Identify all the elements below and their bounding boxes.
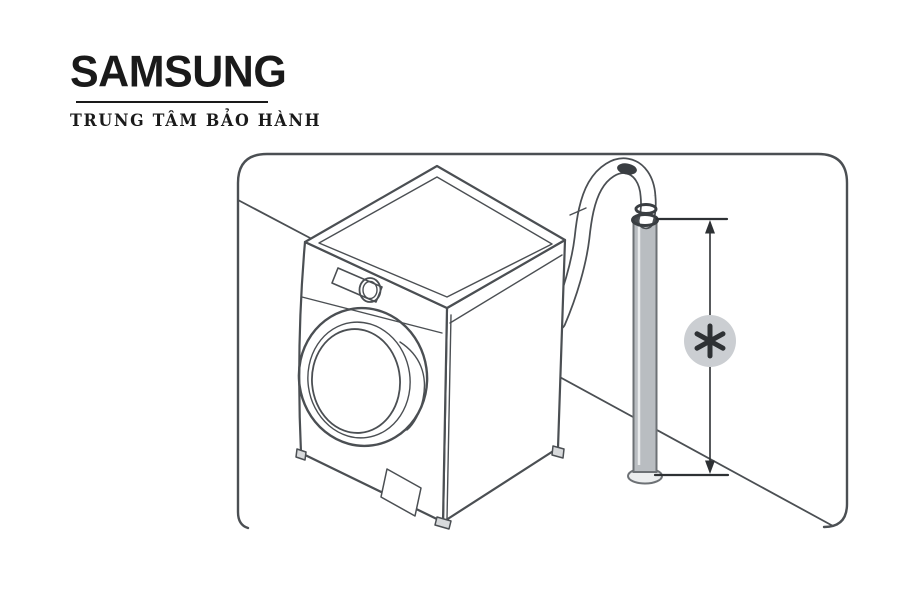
- machine-top-inner-border: [318, 176, 553, 298]
- brand-tagline: TRUNG TÂM BẢO HÀNH: [70, 111, 322, 130]
- drain-hose: [549, 157, 659, 331]
- door-drum: [311, 328, 401, 434]
- door-inner-ring: [307, 321, 411, 439]
- measure-arrowhead-down: [705, 460, 715, 474]
- machine-side-trim-line: [449, 254, 563, 324]
- hose-cuff-line: [569, 207, 587, 216]
- machine-corner-seam: [446, 314, 452, 520]
- washing-machine: [295, 164, 567, 530]
- control-panel-divider: [301, 296, 443, 334]
- standpipe-body: [632, 219, 658, 473]
- asterisk-badge: [684, 315, 736, 367]
- door: [297, 306, 429, 448]
- machine-foot-right: [551, 445, 565, 459]
- brand-header: SAMSUNG TRUNG TÂM BẢO HÀNH: [70, 46, 322, 130]
- drain-hose-tube: [551, 159, 655, 329]
- room-outline: [236, 152, 849, 530]
- floor-corner-line: [555, 374, 834, 527]
- door-glass-highlight: [399, 341, 426, 431]
- control-knob: [358, 277, 382, 303]
- machine-foot-left: [295, 448, 307, 461]
- hose-top-clip: [617, 163, 637, 175]
- logo-divider: [76, 101, 268, 103]
- display-window: [331, 267, 383, 303]
- asterisk-symbol: [694, 323, 726, 359]
- measure-arrowhead-up: [705, 220, 715, 234]
- samsung-logo: SAMSUNG: [70, 46, 287, 97]
- height-measurement: [653, 217, 736, 477]
- machine-top-panel: [303, 164, 567, 310]
- door-outer-ring: [297, 306, 429, 448]
- standpipe: [627, 214, 663, 485]
- wall-corner-line: [237, 199, 312, 240]
- filter-access-panel: [380, 468, 422, 517]
- machine-foot-front: [434, 516, 452, 530]
